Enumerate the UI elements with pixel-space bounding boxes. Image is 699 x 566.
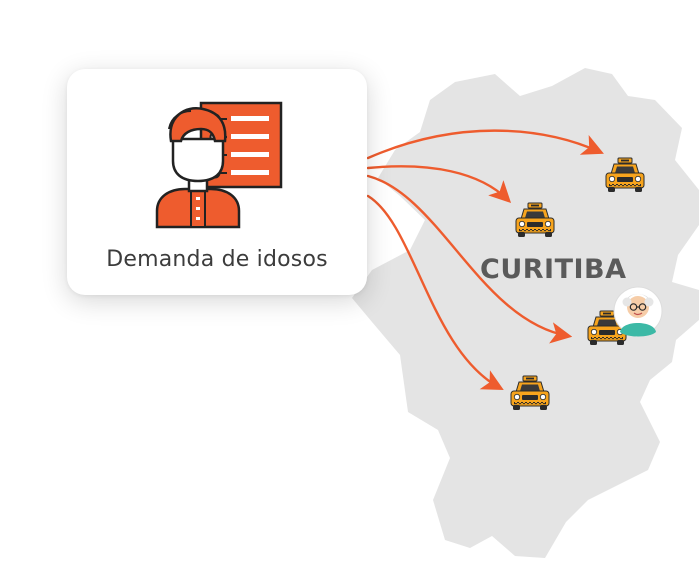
arrow-to-taxi-3 [366, 174, 573, 344]
person-checklist-icon [155, 101, 283, 229]
arrow-to-taxi-4 [366, 194, 504, 391]
elderly-passenger-avatar-icon [613, 286, 663, 337]
arrow-to-taxi-1 [366, 129, 604, 160]
arrow-to-taxi-2 [366, 165, 512, 204]
elderly-demand-card: Demanda de idosos [67, 69, 367, 295]
card-label: Demanda de idosos [106, 247, 328, 272]
city-label: CURITIBA [480, 254, 627, 285]
demand-arrows [366, 129, 604, 391]
